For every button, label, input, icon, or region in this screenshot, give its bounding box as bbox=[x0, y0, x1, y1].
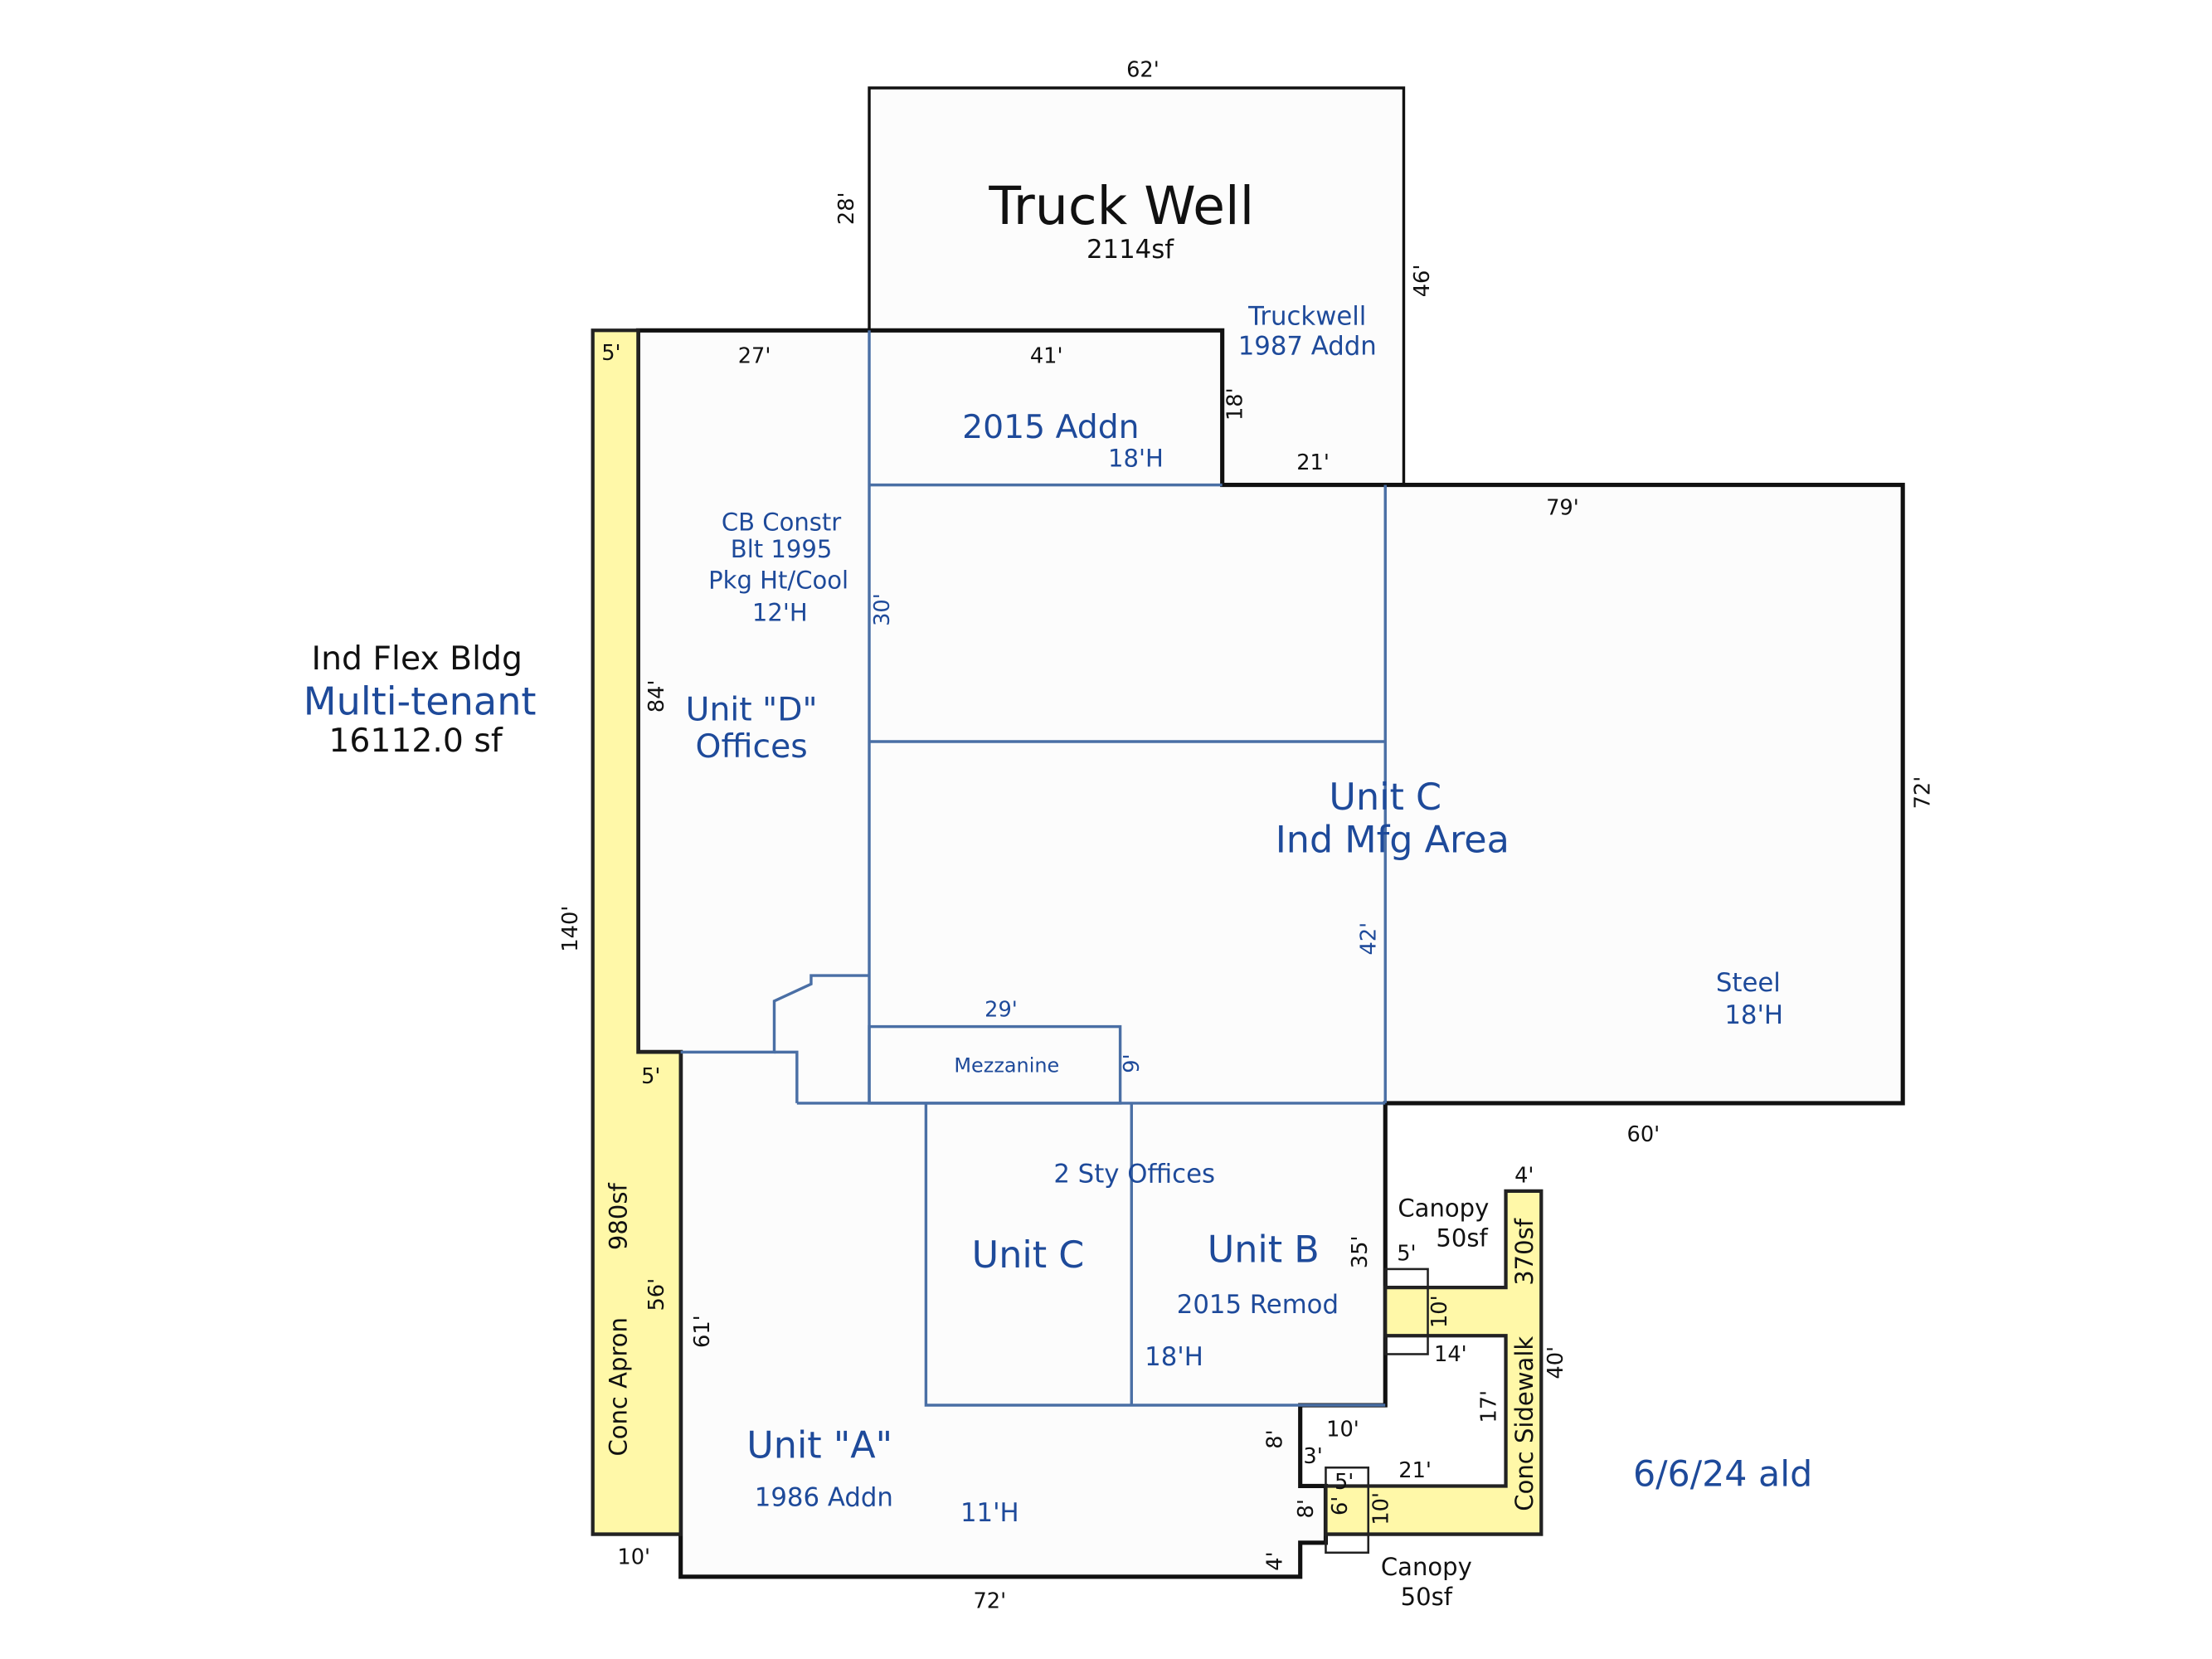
unit-a-note: 1986 Addn bbox=[755, 1482, 893, 1512]
svg-text:5': 5' bbox=[601, 341, 620, 366]
addn-2015-height: 18'H bbox=[1108, 444, 1164, 472]
unit-c-mfg-title1: Unit C bbox=[1329, 776, 1441, 819]
svg-text:21': 21' bbox=[1398, 1458, 1432, 1483]
svg-text:56': 56' bbox=[644, 1278, 669, 1311]
unit-d-title1: Unit "D" bbox=[686, 691, 818, 728]
apron-title: Conc Apron bbox=[605, 1317, 633, 1456]
svg-text:5': 5' bbox=[641, 1064, 660, 1089]
canopy-top-title: Canopy bbox=[1398, 1194, 1489, 1223]
offices-title: 2 Sty Offices bbox=[1053, 1160, 1215, 1190]
unit-d-note4: 12'H bbox=[752, 599, 808, 627]
svg-text:79': 79' bbox=[1546, 496, 1579, 521]
unit-d-title2: Offices bbox=[696, 728, 808, 766]
svg-text:30': 30' bbox=[870, 593, 895, 626]
summary-line3: 16112.0 sf bbox=[328, 722, 503, 760]
canopy-top-sf: 50sf bbox=[1436, 1224, 1488, 1253]
svg-text:17': 17' bbox=[1477, 1390, 1502, 1423]
addn-2015-title: 2015 Addn bbox=[962, 409, 1140, 446]
canopy-bottom-box bbox=[1325, 1466, 1370, 1554]
svg-text:18': 18' bbox=[1223, 387, 1248, 421]
truckwell-note1: Truckwell bbox=[1247, 301, 1366, 331]
steel-title: Steel bbox=[1716, 968, 1781, 998]
conc-sidewalk bbox=[1324, 1189, 1544, 1536]
steel-height: 18'H bbox=[1724, 1000, 1783, 1030]
unit-a-height: 11'H bbox=[960, 1498, 1019, 1528]
svg-text:42': 42' bbox=[1356, 922, 1381, 956]
svg-text:62': 62' bbox=[1126, 57, 1159, 82]
svg-text:6': 6' bbox=[1328, 1496, 1353, 1515]
date-note: 6/6/24 ald bbox=[1633, 1453, 1812, 1495]
svg-text:28': 28' bbox=[834, 192, 859, 225]
unit-c-mfg-title2: Ind Mfg Area bbox=[1276, 819, 1510, 861]
canopy-bottom-title: Canopy bbox=[1381, 1553, 1472, 1581]
canopy-bottom-sf: 50sf bbox=[1401, 1583, 1453, 1611]
summary-line1: Ind Flex Bldg bbox=[312, 640, 523, 678]
svg-text:60': 60' bbox=[1627, 1122, 1660, 1147]
svg-text:14': 14' bbox=[1434, 1342, 1467, 1367]
unit-b-title: Unit B bbox=[1208, 1228, 1320, 1271]
mezzanine-title: Mezzanine bbox=[954, 1053, 1059, 1077]
svg-text:72': 72' bbox=[1911, 776, 1936, 810]
svg-text:5': 5' bbox=[1334, 1470, 1354, 1495]
sidewalk-sf: 370sf bbox=[1510, 1218, 1539, 1286]
truck-well-sf: 2114sf bbox=[1087, 235, 1174, 265]
svg-text:9': 9' bbox=[1120, 1053, 1145, 1073]
unit-d-note2: Blt 1995 bbox=[731, 535, 833, 563]
svg-text:61': 61' bbox=[690, 1315, 715, 1348]
svg-text:140': 140' bbox=[558, 906, 583, 952]
svg-text:29': 29' bbox=[984, 998, 1018, 1023]
svg-text:3': 3' bbox=[1303, 1444, 1322, 1469]
unit-d-note3: Pkg Ht/Cool bbox=[708, 566, 848, 594]
svg-text:8': 8' bbox=[1294, 1499, 1319, 1518]
svg-text:10': 10' bbox=[1427, 1295, 1452, 1328]
svg-text:72': 72' bbox=[974, 1588, 1007, 1613]
unit-b-note: 2015 Remod bbox=[1177, 1290, 1339, 1320]
summary-line2: Multi-tenant bbox=[304, 679, 537, 724]
sidewalk-title: Conc Sidewalk bbox=[1510, 1336, 1539, 1511]
truckwell-note2: 1987 Addn bbox=[1238, 331, 1377, 361]
svg-text:35': 35' bbox=[1348, 1236, 1373, 1269]
svg-text:5': 5' bbox=[1397, 1242, 1416, 1267]
apron-sf: 980sf bbox=[605, 1182, 633, 1250]
svg-text:46': 46' bbox=[1410, 265, 1435, 298]
svg-text:84': 84' bbox=[644, 679, 669, 713]
interior-partitions bbox=[680, 330, 1387, 1407]
svg-text:4': 4' bbox=[1262, 1551, 1287, 1570]
svg-text:40': 40' bbox=[1544, 1346, 1568, 1379]
truck-well-title: Truck Well bbox=[988, 175, 1254, 236]
unit-d-note1: CB Constr bbox=[722, 508, 841, 536]
dimension-labels: 62' 28' 46' 27' 41' 18' 21' 79' 30' 84' … bbox=[558, 57, 1936, 1613]
svg-text:21': 21' bbox=[1296, 450, 1330, 475]
unit-c-title: Unit C bbox=[972, 1234, 1085, 1277]
canopy-top-box bbox=[1383, 1267, 1429, 1355]
svg-text:10': 10' bbox=[617, 1545, 650, 1569]
unit-a-title: Unit "A" bbox=[746, 1424, 892, 1467]
svg-text:4': 4' bbox=[1514, 1164, 1534, 1189]
svg-text:10': 10' bbox=[1369, 1492, 1394, 1525]
svg-text:8': 8' bbox=[1262, 1429, 1287, 1448]
svg-text:10': 10' bbox=[1326, 1418, 1359, 1443]
svg-text:27': 27' bbox=[738, 344, 771, 369]
unit-b-height: 18'H bbox=[1145, 1342, 1203, 1372]
svg-text:41': 41' bbox=[1030, 344, 1063, 369]
